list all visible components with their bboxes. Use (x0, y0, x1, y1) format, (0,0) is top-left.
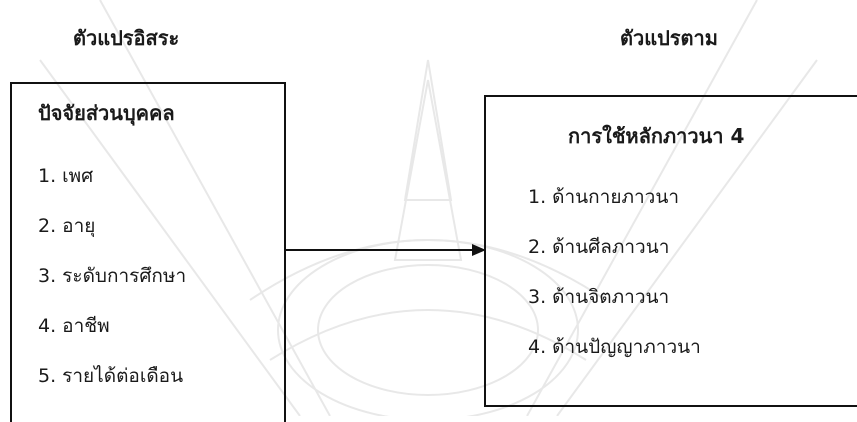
four-bhavana-title: การใช้หลักภาวนา 4 (568, 124, 745, 148)
independent-variable-box: ปัจจัยส่วนบุคคล 1. เพศ 2. อายุ 3. ระดับก… (10, 82, 286, 422)
list-item: 3. ระดับการศึกษา (38, 265, 187, 287)
list-item: 2. อายุ (38, 215, 96, 237)
personal-factors-title: ปัจจัยส่วนบุคคล (38, 101, 175, 125)
list-item: 3. ด้านจิตภาวนา (528, 286, 670, 308)
dependent-variable-box: การใช้หลักภาวนา 4 1. ด้านกายภาวนา 2. ด้า… (484, 95, 857, 407)
list-item: 2. ด้านศีลภาวนา (528, 236, 670, 258)
dependent-variable-heading: ตัวแปรตาม (620, 26, 718, 50)
list-item: 1. เพศ (38, 165, 94, 187)
list-item: 5. รายได้ต่อเดือน (38, 365, 184, 387)
independent-variable-heading: ตัวแปรอิสระ (73, 26, 180, 50)
list-item: 4. อาชีพ (38, 315, 110, 337)
list-item: 4. ด้านปัญญาภาวนา (528, 336, 701, 358)
list-item: 1. ด้านกายภาวนา (528, 186, 679, 208)
